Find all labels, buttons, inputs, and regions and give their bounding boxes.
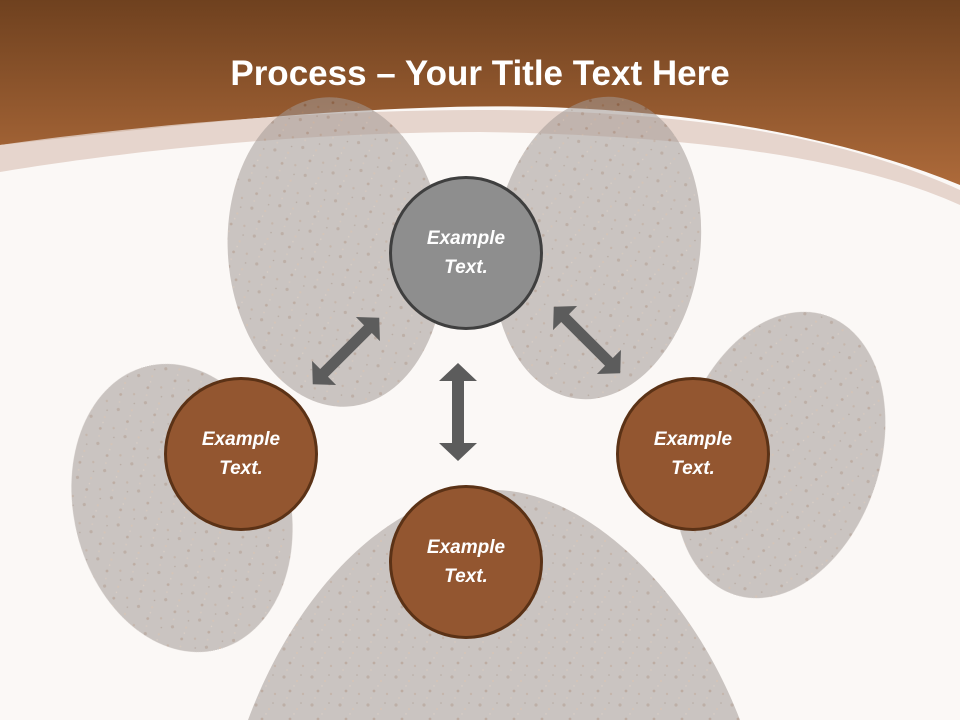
paw-toe-right: [674, 311, 886, 599]
node-right: Example Text.: [616, 377, 770, 531]
node-bottom-line1: Example: [426, 537, 506, 558]
header-band: [0, 0, 960, 185]
title-bold: Process: [230, 54, 367, 93]
double-headed-arrow-icon: [439, 363, 477, 461]
node-left: Example Text.: [164, 377, 318, 531]
node-bottom: Example Text.: [389, 485, 543, 639]
double-headed-arrow-icon: [553, 306, 621, 374]
paw-toe-upper-left: [227, 97, 445, 407]
title-rest: – Your Title Text Here: [366, 54, 730, 93]
node-right-line1: Example: [653, 429, 733, 450]
node-top-line1: Example: [426, 228, 506, 249]
paw-toe-upper-right: [492, 96, 702, 400]
node-top: Example Text.: [389, 176, 543, 330]
node-right-line2: Text.: [671, 458, 715, 479]
node-left-line1: Example: [201, 429, 281, 450]
node-top-line2: Text.: [444, 257, 488, 278]
node-bottom-line2: Text.: [444, 566, 488, 587]
double-headed-arrow-icon: [312, 317, 380, 385]
header-swoosh: [0, 110, 960, 205]
page-title: Process – Your Title Text Here: [0, 52, 960, 96]
node-left-line2: Text.: [219, 458, 263, 479]
